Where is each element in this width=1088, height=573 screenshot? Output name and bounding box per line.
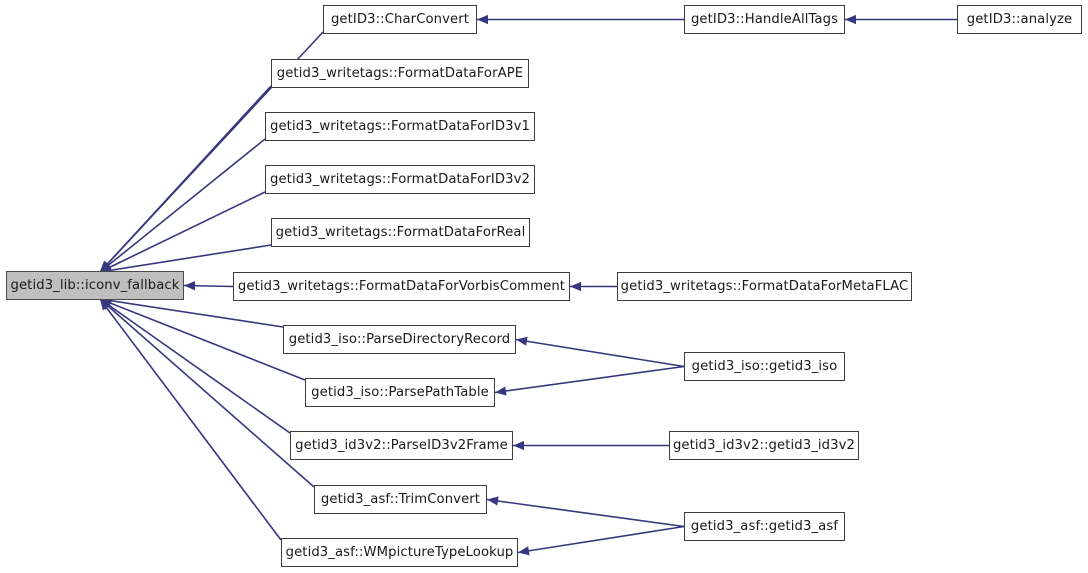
edge-arrowhead <box>516 336 528 346</box>
edge-arrowhead <box>184 281 196 291</box>
graph-node-isoiso[interactable]: getid3_iso::getid3_iso <box>684 352 845 381</box>
edge-arrowhead <box>495 386 507 396</box>
graph-node-fmtmetaflac[interactable]: getid3_writetags::FormatDataForMetaFLAC <box>617 272 912 301</box>
graph-node-label: getID3::HandleAllTags <box>690 11 839 27</box>
graph-edge-isoiso-to-parsepathtable <box>494 365 685 394</box>
graph-node-label: getid3_writetags::FormatDataForID3v1 <box>269 118 530 134</box>
graph-node-iconv_fallback[interactable]: getid3_lib::iconv_fallback <box>6 271 184 300</box>
graph-node-label: getID3::analyze <box>966 11 1073 27</box>
graph-edge-parsedirrec-to-iconv_fallback <box>99 298 284 328</box>
graph-node-analyze[interactable]: getID3::analyze <box>957 5 1082 34</box>
graph-node-label: getid3_writetags::FormatDataForAPE <box>276 65 524 81</box>
graph-node-label: getid3_iso::getid3_iso <box>691 358 838 374</box>
edge-arrowhead <box>518 546 530 556</box>
graph-node-label: getid3_iso::ParsePathTable <box>311 384 489 400</box>
graph-node-handlealltags[interactable]: getID3::HandleAllTags <box>684 5 845 34</box>
graph-node-fmtid3v2[interactable]: getid3_writetags::FormatDataForID3v2 <box>265 165 535 194</box>
graph-node-trimconvert[interactable]: getid3_asf::TrimConvert <box>314 485 487 514</box>
graph-edge-wmpicture-to-iconv_fallback <box>99 298 282 541</box>
graph-node-fmtape[interactable]: getid3_writetags::FormatDataForAPE <box>271 59 529 88</box>
graph-node-label: getid3_lib::iconv_fallback <box>10 277 180 293</box>
graph-node-label: getid3_writetags::FormatDataForMetaFLAC <box>620 278 909 294</box>
graph-edge-fmtid3v2-to-iconv_fallback <box>99 191 266 273</box>
edge-arrowhead <box>570 281 581 292</box>
graph-edge-fmtreal-to-iconv_fallback <box>99 244 272 273</box>
graph-node-label: getid3_id3v2::ParseID3v2Frame <box>295 437 508 453</box>
graph-node-label: getid3_id3v2::getid3_id3v2 <box>672 437 856 453</box>
graph-node-label: getid3_iso::ParseDirectoryRecord <box>288 331 511 347</box>
graph-node-parsedirrec[interactable]: getid3_iso::ParseDirectoryRecord <box>283 325 516 354</box>
edge-arrowhead <box>477 14 488 25</box>
graph-node-label: getID3::CharConvert <box>330 11 470 27</box>
edge-arrowhead <box>100 299 111 311</box>
graph-node-parsepathtable[interactable]: getid3_iso::ParsePathTable <box>305 378 495 407</box>
graph-node-label: getid3_writetags::FormatDataForID3v2 <box>269 171 530 187</box>
graph-node-parseid3v2frame[interactable]: getid3_id3v2::ParseID3v2Frame <box>290 431 513 460</box>
graph-node-fmtvorbis[interactable]: getid3_writetags::FormatDataForVorbisCom… <box>233 272 570 301</box>
graph-node-id3v2id3v2[interactable]: getid3_id3v2::getid3_id3v2 <box>669 431 859 460</box>
graph-edge-asfasf-to-wmpicture <box>517 525 685 554</box>
graph-node-wmpicture[interactable]: getid3_asf::WMpictureTypeLookup <box>281 538 518 567</box>
graph-edge-fmtid3v1-to-iconv_fallback <box>99 138 266 273</box>
graph-node-label: getid3_asf::WMpictureTypeLookup <box>285 544 514 560</box>
graph-node-charconvert[interactable]: getID3::CharConvert <box>323 5 477 34</box>
edge-arrowhead <box>513 440 524 451</box>
graph-edge-parsepathtable-to-iconv_fallback <box>99 298 306 381</box>
graph-edge-parseid3v2frame-to-iconv_fallback <box>99 298 291 434</box>
graph-node-asfasf[interactable]: getid3_asf::getid3_asf <box>684 512 845 541</box>
graph-edge-asfasf-to-trimconvert <box>486 498 685 528</box>
graph-edge-isoiso-to-parsedirrec <box>515 338 685 368</box>
edge-arrowhead <box>845 14 856 25</box>
graph-node-label: getid3_writetags::FormatDataForReal <box>275 224 526 240</box>
graph-node-label: getid3_asf::TrimConvert <box>320 491 481 507</box>
graph-edge-trimconvert-to-iconv_fallback <box>99 298 315 488</box>
graph-edge-fmtape-to-iconv_fallback <box>99 85 272 273</box>
graph-node-label: getid3_writetags::FormatDataForVorbisCom… <box>237 278 566 294</box>
graph-node-fmtreal[interactable]: getid3_writetags::FormatDataForReal <box>271 218 530 247</box>
graph-node-label: getid3_asf::getid3_asf <box>690 518 839 534</box>
edge-arrowhead <box>487 496 499 506</box>
graph-node-fmtid3v1[interactable]: getid3_writetags::FormatDataForID3v1 <box>265 112 535 141</box>
